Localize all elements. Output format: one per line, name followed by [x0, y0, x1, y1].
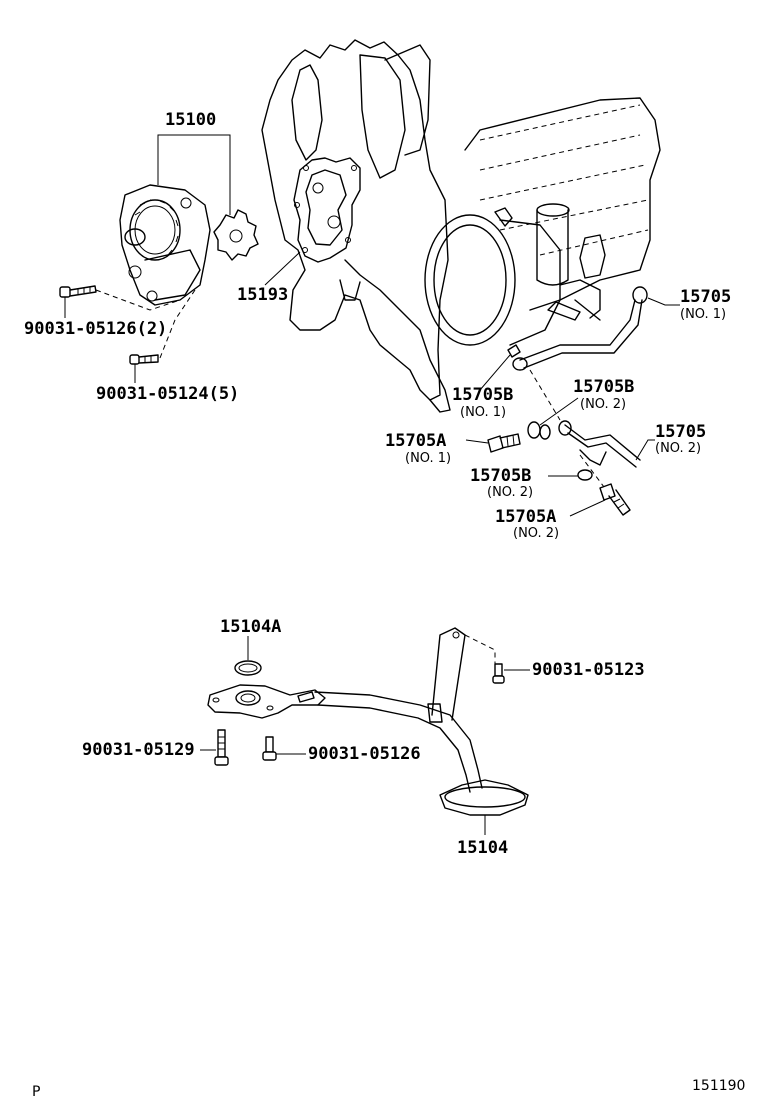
gasket-15705B-no2b: [577, 469, 593, 481]
label-15705B-no2a: 15705B: [573, 377, 634, 397]
gasket-15705B-no2a: [527, 421, 551, 440]
label-15705-no2: 15705: [655, 422, 706, 442]
label-15705A-no2-sub: (NO. 2): [513, 526, 559, 541]
oil-pipe-no2-illustration: [558, 420, 641, 468]
label-15104A: 15104A: [220, 617, 281, 637]
label-bolt-05124-5: 90031-05124(5): [96, 384, 239, 404]
label-15705-no1: 15705: [680, 287, 731, 307]
pump-leader-dash-1: [95, 289, 181, 311]
label-bolt-05126: 90031-05126: [308, 744, 421, 764]
label-15705B-no2a-sub: (NO. 2): [580, 397, 626, 412]
leader-15705B-no2a: [539, 397, 579, 426]
union-bolt-no1: [487, 433, 521, 453]
leader-15193: [264, 251, 301, 286]
label-15705A-no1-sub: (NO. 1): [405, 451, 451, 466]
leader-15705-no1: [647, 297, 680, 306]
pump-bolt-05126: [59, 285, 97, 298]
label-bolt-05126-2: 90031-05126(2): [24, 319, 167, 339]
footer-right-code: 151190: [692, 1078, 745, 1094]
leader-15705-no2: [635, 439, 655, 461]
leader-15705B-no1: [479, 354, 511, 391]
label-15705-no2-sub: (NO. 2): [655, 441, 701, 456]
oil-pump-illustration: [119, 134, 259, 306]
leader-15705A-no2: [569, 499, 606, 517]
label-15705B-no1: 15705B: [452, 385, 513, 405]
pipe-no2-dash: [529, 369, 561, 421]
label-15705B-no1-sub: (NO. 1): [460, 405, 506, 420]
timing-cover-illustration: [261, 39, 661, 413]
label-15193: 15193: [237, 285, 288, 305]
label-15705A-no2: 15705A: [495, 507, 556, 527]
union-bolt-no2: [599, 483, 631, 516]
oil-strainer-illustration: [207, 627, 529, 816]
oil-pipe-no1-illustration: [507, 286, 648, 371]
label-15100: 15100: [165, 110, 216, 130]
o-ring-15104A: [234, 660, 262, 676]
footer-left-code: P: [32, 1084, 40, 1100]
strainer-bolt-05126: [262, 736, 277, 761]
label-15705A-no1: 15705A: [385, 431, 446, 451]
pump-bolt-05124: [129, 354, 159, 365]
pump-leader-dash-2: [159, 289, 196, 359]
strainer-bolt-05129: [214, 729, 229, 766]
label-15705-no1-sub: (NO. 1): [680, 307, 726, 322]
label-15705B-no2b: 15705B: [470, 466, 531, 486]
label-15705B-no2b-sub: (NO. 2): [487, 485, 533, 500]
label-bolt-05123: 90031-05123: [532, 660, 645, 680]
strainer-bolt-05123: [492, 663, 505, 684]
stay-bolt-dash: [464, 634, 496, 665]
leader-15705A-no1: [465, 439, 489, 444]
label-bolt-05129: 90031-05129: [82, 740, 195, 760]
label-15104: 15104: [457, 838, 508, 858]
